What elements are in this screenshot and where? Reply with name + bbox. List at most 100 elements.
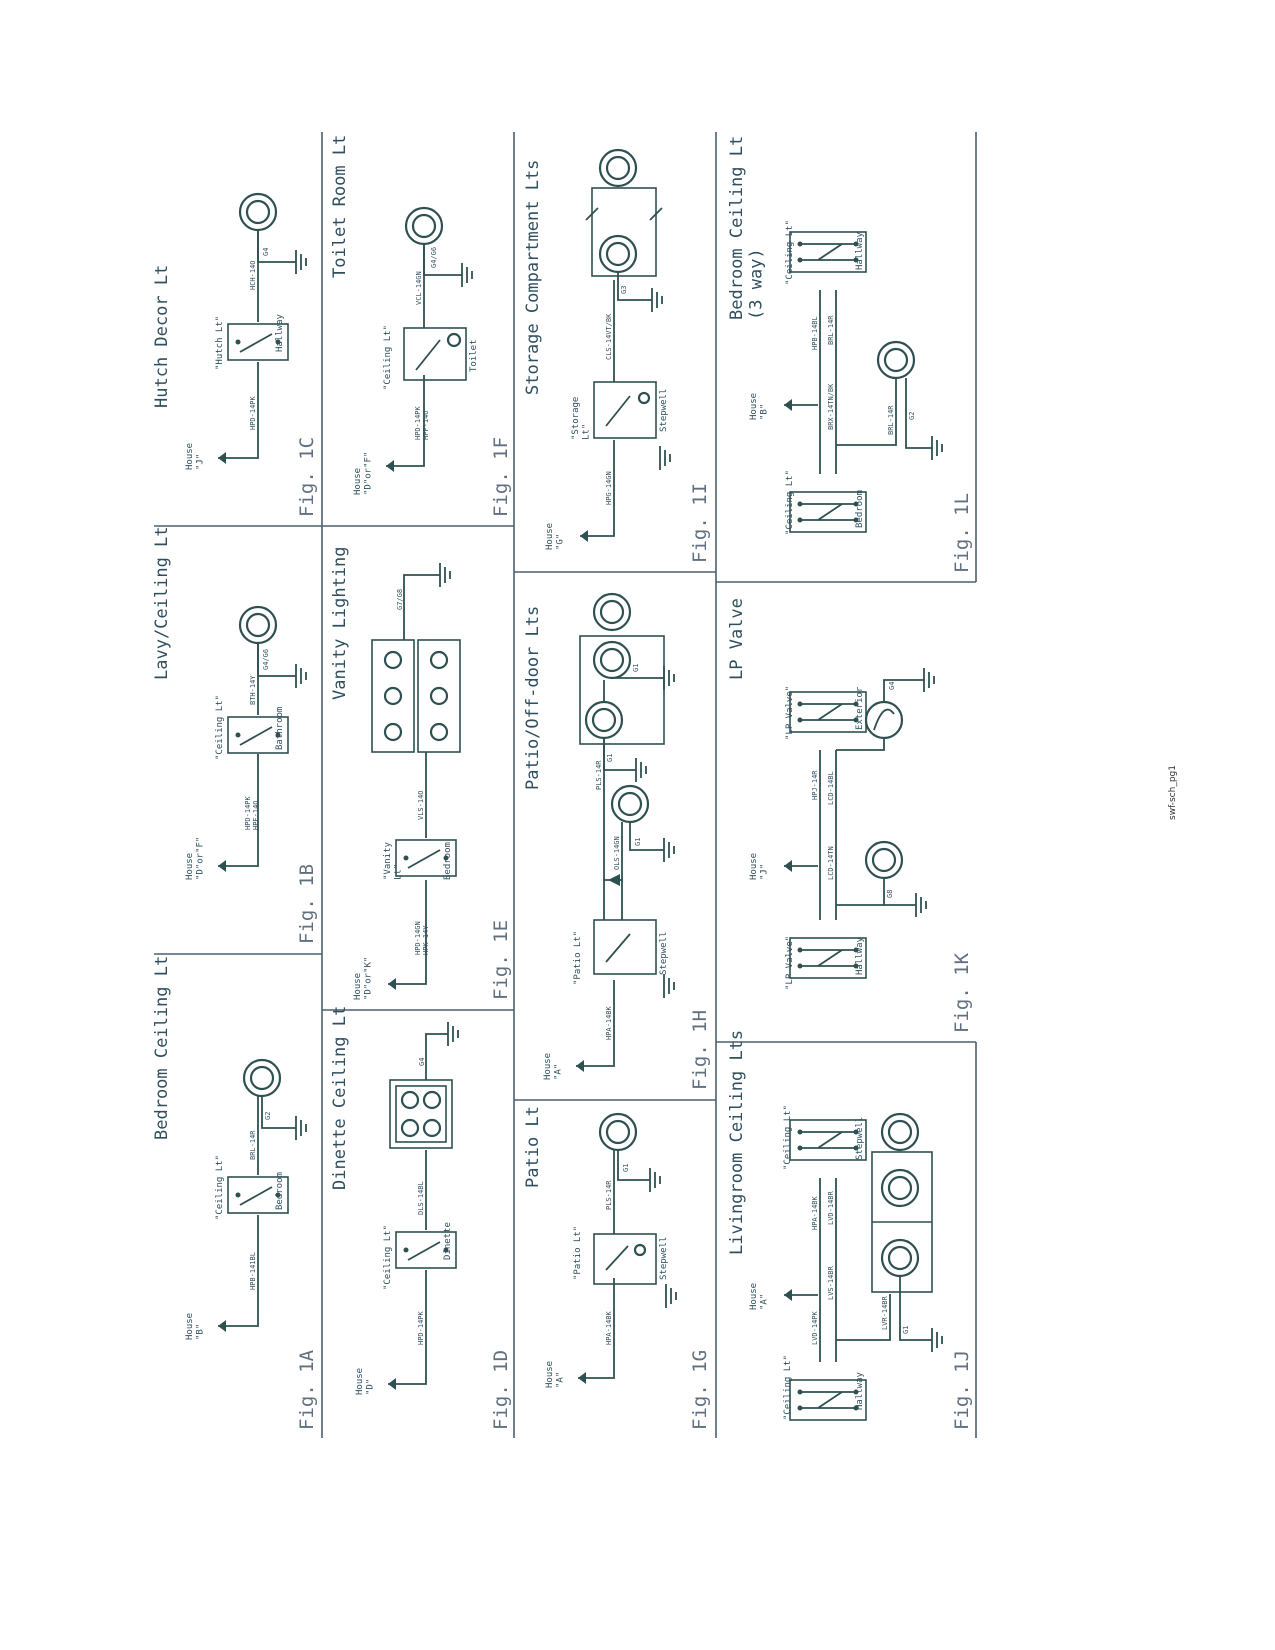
fig-1g-house: House"A" <box>545 1361 565 1388</box>
fig-1l-switch-left: "Ceiling Lt" <box>785 470 795 535</box>
fig-1h-switch-label: "Patio Lt" <box>573 931 583 985</box>
fig-1g-wire-in: HPA-14BK <box>605 1310 613 1345</box>
fig-1h-house: House"A" <box>543 1053 563 1080</box>
fig-1e-switch-label: "VanityLt" <box>383 841 403 880</box>
fig-1j-switch-left: "Ceiling Lt" <box>783 1355 793 1420</box>
fig-1j-wire-bottom-right: LVD-14BR <box>827 1190 835 1225</box>
panel-fig-1i: Storage Compartment Lts Fig. 1I House"G"… <box>523 148 711 563</box>
panel-grid <box>154 132 977 1438</box>
fig-1g-wire-out: PLS-14R <box>605 1180 613 1210</box>
fig-1a-wire-in: HPB-141BL <box>249 1252 257 1290</box>
fig-1b-ground: G4/G6 <box>262 649 270 670</box>
fig-1l-house: House"B" <box>749 393 769 420</box>
fig-1h-ground-branch: G1 <box>634 838 642 846</box>
fig-1j-ground: G1 <box>902 1326 910 1334</box>
fig-1l-wire-bottom-right: BRL-14R <box>827 315 835 345</box>
fig-1c-title: Hutch Decor Lt <box>152 265 172 408</box>
fig-1e-wire-out: VLS-14O <box>417 790 425 820</box>
fig-1j-wire-lamp: LVR-14BR <box>881 1295 889 1330</box>
fig-1k-wire-top-right: HPJ-14R <box>811 770 819 800</box>
fig-1j-wire-top-left: LVD-14PK <box>811 1310 819 1345</box>
panel-fig-1j: Livingroom Ceiling Lts Fig. 1J House"A" … <box>727 1030 973 1430</box>
fig-1f-house: House"D"or"F" <box>353 452 373 495</box>
fig-1a-house: House"B" <box>185 1313 205 1340</box>
fig-1e-wire-in: HPD-14GNHPK-14Y <box>414 921 430 955</box>
fig-1j-title: Livingroom Ceiling Lts <box>727 1030 747 1255</box>
fig-1i-house: House"G" <box>545 523 565 550</box>
fig-1b-switch-label: "Ceiling Lt" <box>215 695 225 760</box>
fig-1l-room-right: Hallway <box>855 231 865 270</box>
fig-1l-room-left: Bedroom <box>855 490 865 528</box>
fig-1l-ground: G2 <box>908 412 916 420</box>
fig-1k-ground-left: G8 <box>886 890 894 898</box>
fig-1d-room: Dinette <box>443 1222 453 1260</box>
fig-1g-ground: G1 <box>622 1164 630 1172</box>
fig-1e-title: Vanity Lighting <box>330 546 350 700</box>
fig-1h-label: Fig. 1H <box>689 1010 711 1090</box>
fig-1a-title: Bedroom Ceiling Lt <box>152 956 172 1140</box>
fig-1l-title: Bedroom Ceiling Lt(3 way) <box>727 136 767 320</box>
fig-1i-label: Fig. 1I <box>689 483 711 563</box>
fig-1k-house: House"J" <box>749 853 769 880</box>
fig-1j-room-right: Stepwell <box>855 1117 865 1160</box>
fig-1b-wire-out: BTH-14Y <box>249 675 257 705</box>
fig-1j-wire-top-right: HPA-14BK <box>811 1195 819 1230</box>
fig-1l-switch-right: "Ceiling Lt" <box>785 220 795 285</box>
fig-1j-label: Fig. 1J <box>951 1350 973 1430</box>
fig-1d-wire-in: HPD-14PK <box>417 1310 425 1345</box>
fig-1a-wire-out: BRL-14R <box>249 1130 257 1160</box>
fig-1k-switch-right: "LP Valve" <box>785 686 795 740</box>
fig-1h-wire-branch: OLS-14GN <box>613 836 621 870</box>
fig-1j-switch-right: "Ceiling Lt" <box>783 1105 793 1170</box>
fig-1f-switch-label: "Ceiling Lt" <box>383 325 393 390</box>
fig-1c-switch-label: "Hutch Lt" <box>215 316 225 370</box>
fig-1d-label: Fig. 1D <box>490 1350 512 1430</box>
fig-1k-title: LP Valve <box>727 598 747 680</box>
fig-1h-room: Stepwell <box>659 932 669 975</box>
panel-fig-1h: Patio/Off-door Lts Fig. 1H House"A" HPA-… <box>523 592 711 1090</box>
fig-1k-wire-bottom-right: LCD-14BL <box>827 771 835 805</box>
fig-1f-label: Fig. 1F <box>490 437 512 517</box>
fig-1b-label: Fig. 1B <box>296 864 318 944</box>
fig-1a-switch-label: "Ceiling Lt" <box>215 1155 225 1220</box>
fig-1d-wire-out: DLS-14BL <box>417 1181 425 1215</box>
fig-1g-title: Patio Lt <box>523 1106 543 1188</box>
panel-fig-1g: Patio Lt Fig. 1G House"A" HPA-14BK "Pati… <box>523 1106 711 1430</box>
fig-1f-room: Toilet <box>469 339 479 372</box>
fig-1g-label: Fig. 1G <box>689 1350 711 1430</box>
fig-1d-house: House"D" <box>355 1368 375 1395</box>
fig-1l-wire-lamp: BRL-14R <box>887 405 895 435</box>
panel-fig-1d: Dinette Ceiling Lt Fig. 1D House"D" HPD-… <box>330 1006 512 1430</box>
fig-1a-room: Bedroom <box>275 1172 285 1210</box>
fig-1f-wire-in: HPD-14PKHPF-14O <box>414 405 430 440</box>
fig-1b-room: Bathroom <box>275 707 285 750</box>
fig-1i-wire-out: CLS-14VT/BK <box>605 313 613 360</box>
fig-1f-ground: G4/G6 <box>430 247 438 268</box>
page-identifier: swf-sch_pg1 <box>1168 765 1178 820</box>
fig-1c-wire-out: HCH-14O <box>249 260 257 290</box>
fig-1f-title: Toilet Room Lt <box>330 135 350 278</box>
fig-1l-label: Fig. 1L <box>951 493 973 573</box>
fig-1h-ground-lamps: G1 <box>632 664 640 672</box>
fig-1h-wire-in: HPA-14BK <box>605 1005 613 1040</box>
fig-1i-wire-in: HPG-14GN <box>605 471 613 505</box>
fig-1j-house: House"A" <box>749 1283 769 1310</box>
fig-1h-wire-out: PLS-14R <box>595 760 603 790</box>
fig-1d-ground: G4 <box>418 1058 426 1066</box>
panel-fig-1f: Toilet Room Lt Fig. 1F House"D"or"F" HPD… <box>330 135 512 517</box>
panel-fig-1l: Bedroom Ceiling Lt(3 way) Fig. 1L House"… <box>727 136 973 573</box>
fig-1l-wire-top-right: HPB-14BL <box>811 316 819 350</box>
fig-1k-room-left: Hallway <box>855 936 865 975</box>
fig-1a-label: Fig. 1A <box>296 1349 318 1430</box>
fig-1k-ground-right: G4 <box>888 682 896 690</box>
panel-fig-1c: Hutch Decor Lt Fig. 1C House"J" HPD-14PK… <box>152 192 318 517</box>
fig-1g-switch-label: "Patio Lt" <box>573 1226 583 1280</box>
fig-1e-label: Fig. 1E <box>490 920 512 1000</box>
fig-1j-room-left: Hallway <box>855 1371 865 1410</box>
fig-1e-room: Bedroom <box>443 842 453 880</box>
fig-1d-switch-label: "Ceiling Lt" <box>383 1225 393 1290</box>
fig-1c-label: Fig. 1C <box>296 437 318 517</box>
fig-1a-ground: G2 <box>264 1112 272 1120</box>
fig-1c-room: Hallway <box>275 313 285 352</box>
